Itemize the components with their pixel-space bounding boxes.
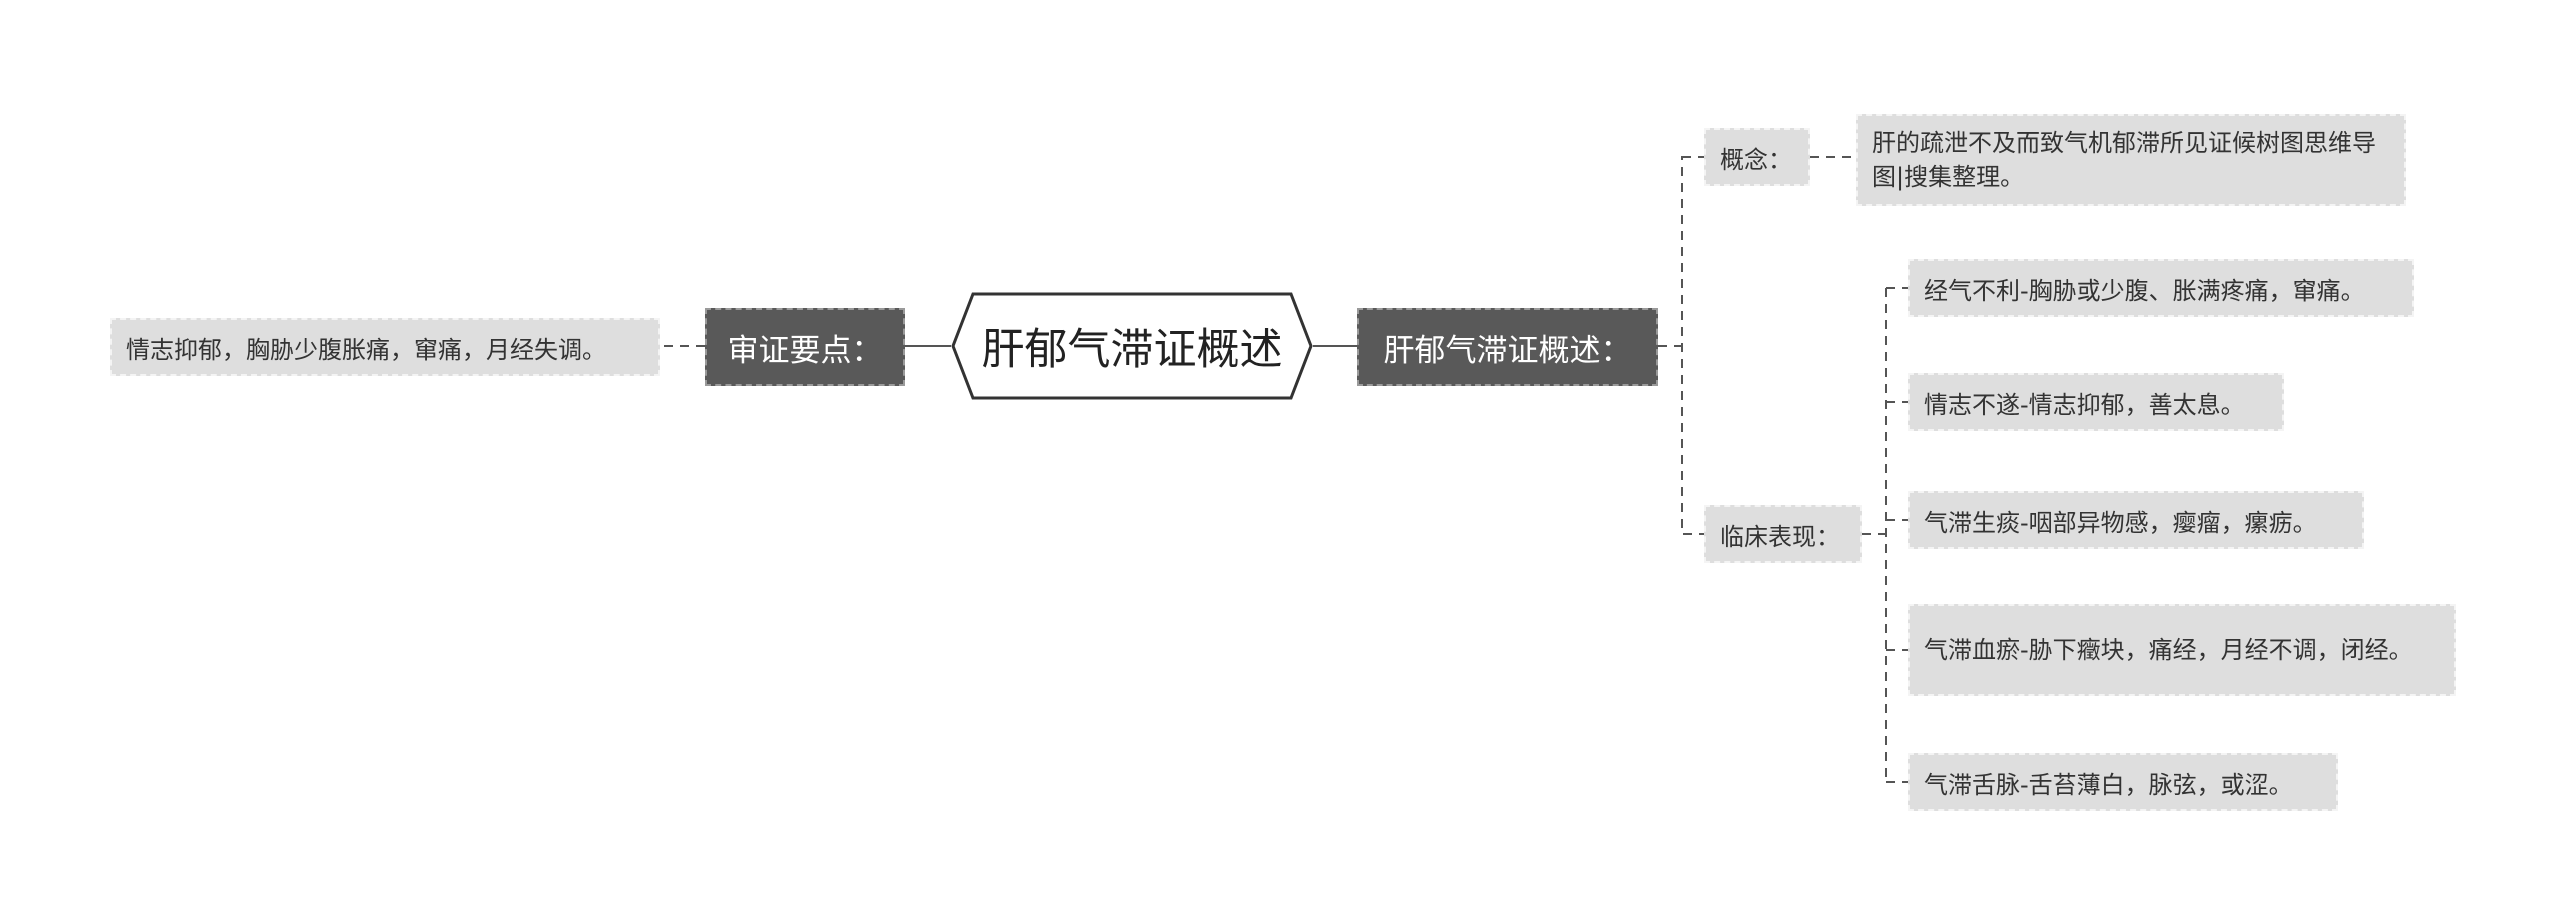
central-topic[interactable]: 肝郁气滞证概述 [951,292,1313,400]
clinical-item[interactable]: 情志不遂-情志抑郁，善太息。 [1908,373,2284,431]
concept-text[interactable]: 肝的疏泄不及而致气机郁滞所见证候树图思维导图|搜集整理。 [1856,114,2406,206]
clinical-item[interactable]: 气滞生痰-咽部异物感，瘿瘤，瘰疬。 [1908,491,2364,549]
clinical-item[interactable]: 气滞舌脉-舌苔薄白，脉弦，或涩。 [1908,753,2338,811]
hexagon-shape [951,292,1313,400]
branch-overview[interactable]: 肝郁气滞证概述： [1357,308,1658,386]
branch-audit-points[interactable]: 审证要点： [705,308,905,386]
clinical-item[interactable]: 气滞血瘀-胁下癥块，痛经，月经不调，闭经。 [1908,604,2456,696]
central-topic-label: 肝郁气滞证概述 [981,325,1283,375]
leaf-audit-points-text[interactable]: 情志抑郁，胸胁少腹胀痛，窜痛，月经失调。 [110,318,660,376]
clinical-item[interactable]: 经气不利-胸胁或少腹、胀满疼痛，窜痛。 [1908,259,2414,317]
topic-concept[interactable]: 概念： [1704,128,1810,186]
topic-clinical[interactable]: 临床表现： [1704,505,1862,563]
connector-spine [1681,156,1704,535]
